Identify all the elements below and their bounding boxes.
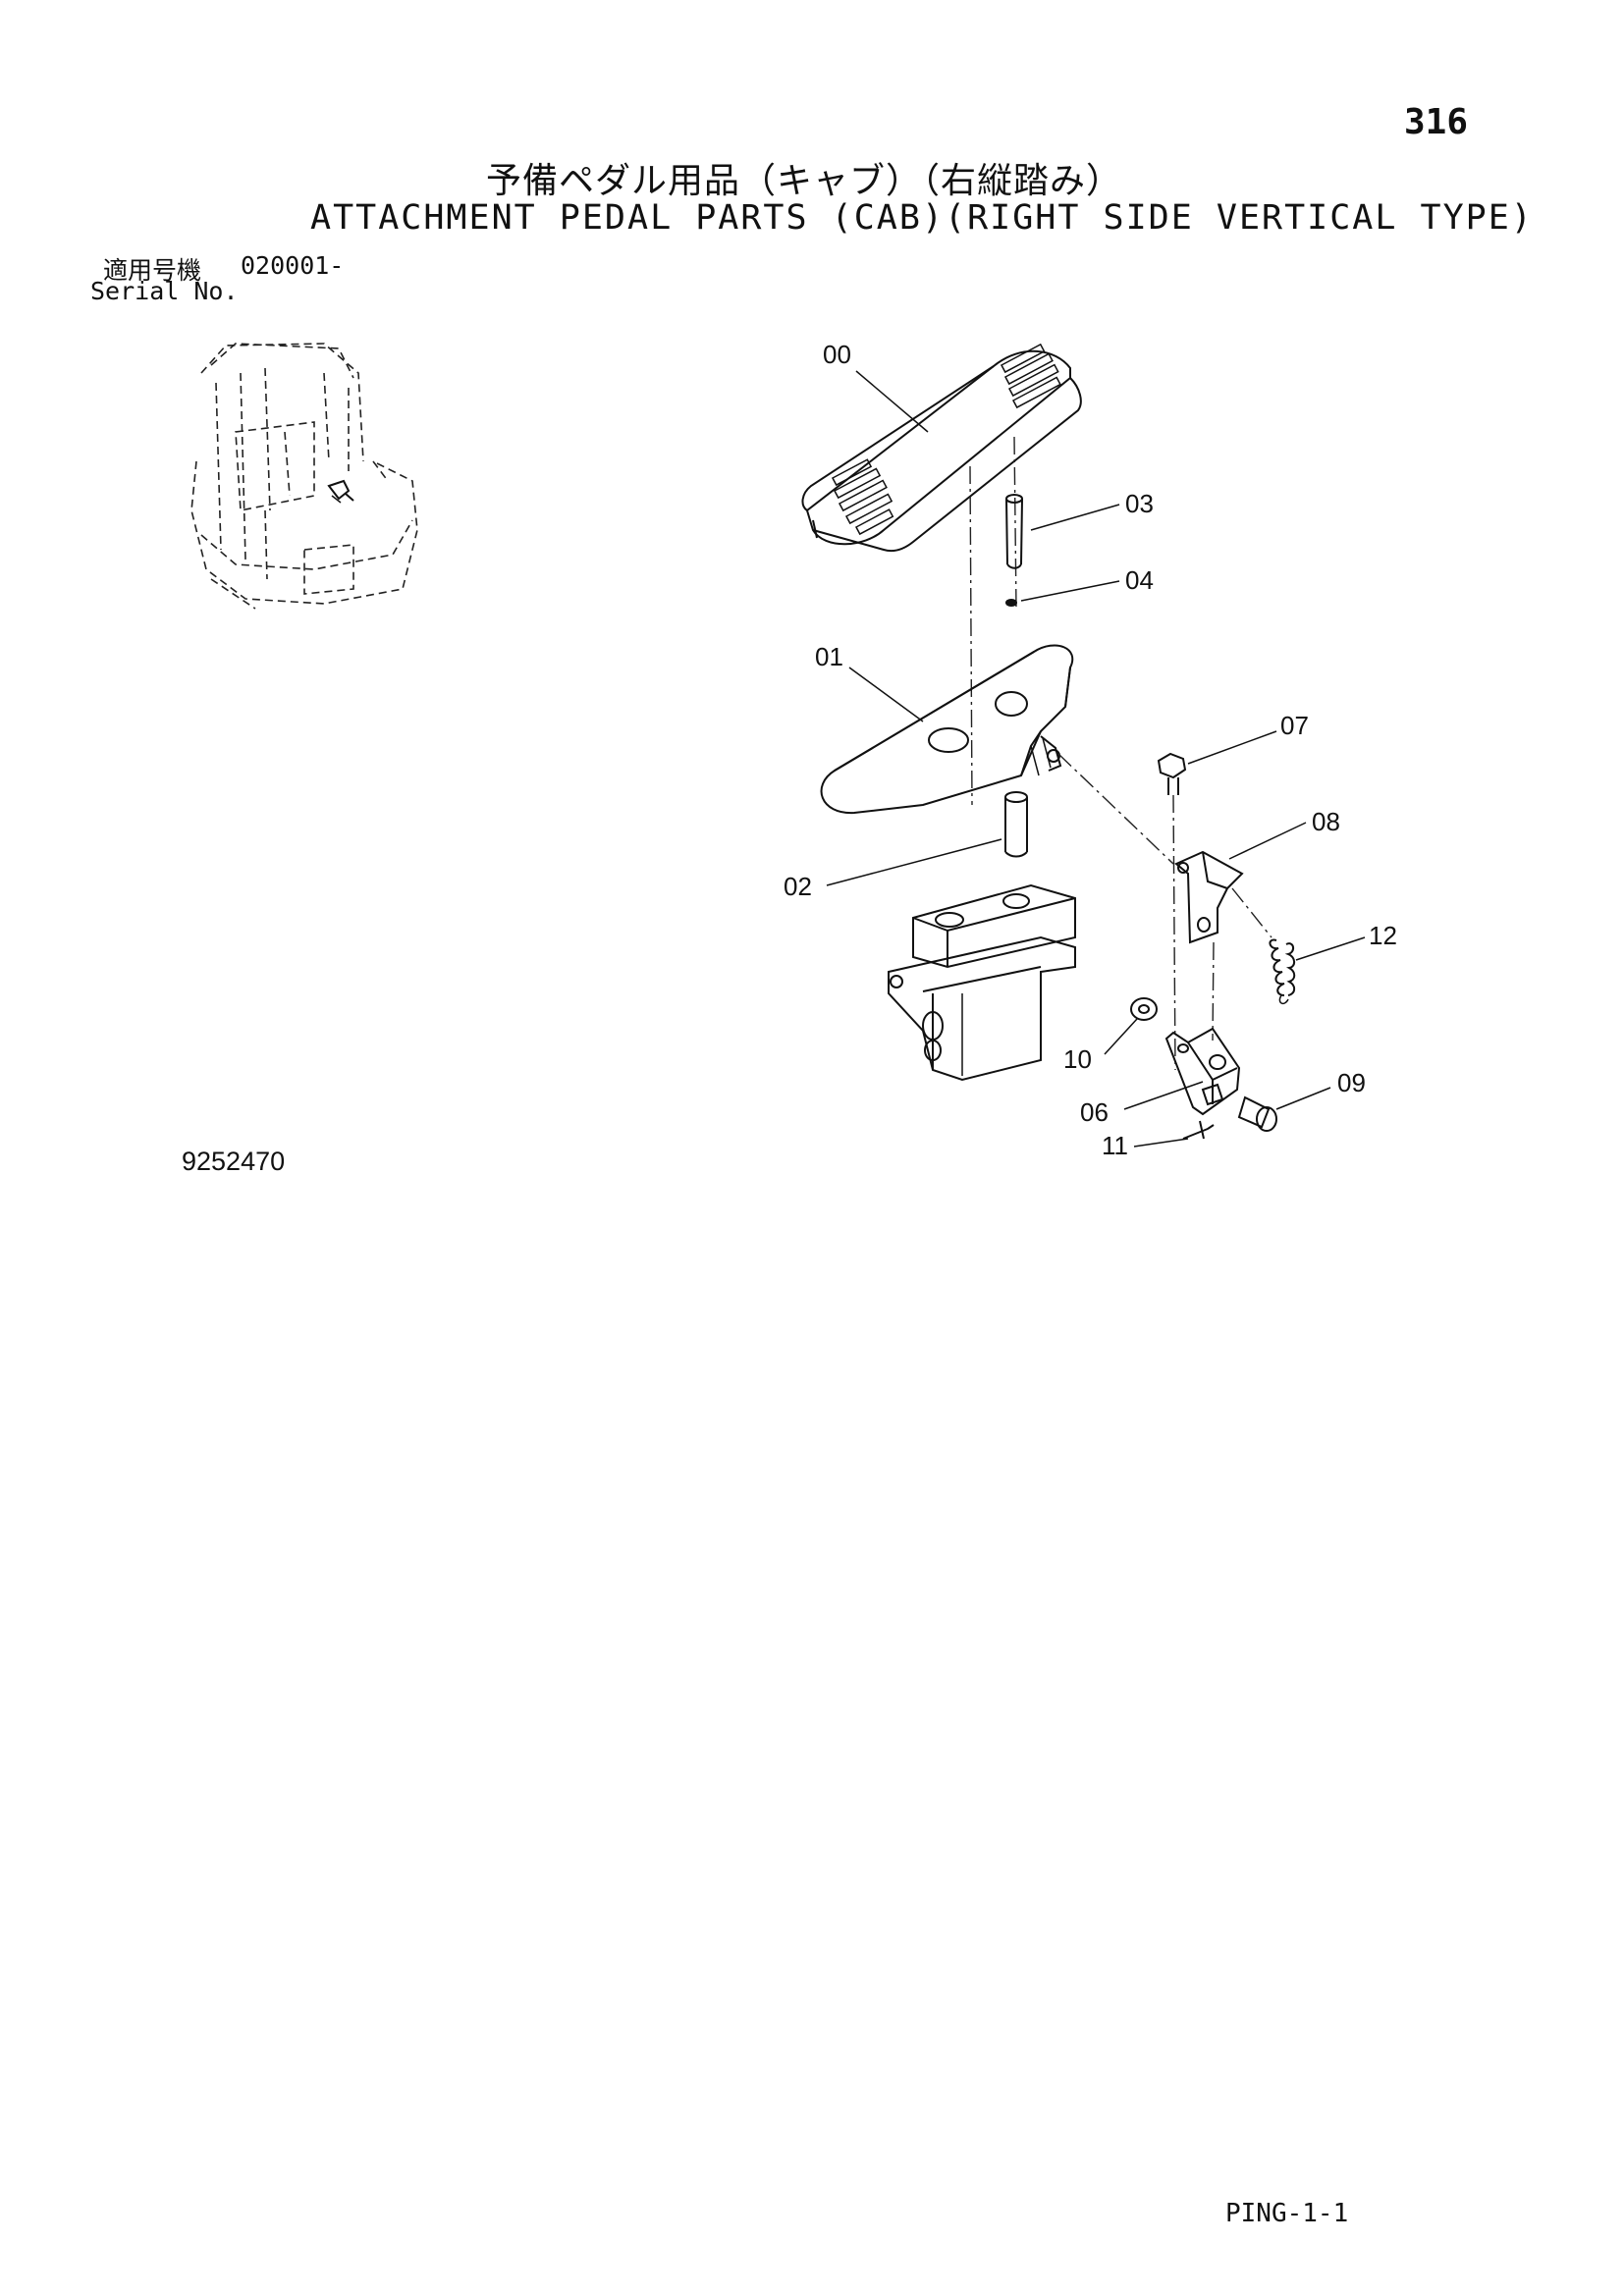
callout-08: 08 xyxy=(1312,807,1340,836)
serial-label-english: Serial No. xyxy=(90,277,239,305)
callout-04: 04 xyxy=(1125,565,1154,595)
drawing-number: 9252470 xyxy=(182,1147,286,1176)
flat-washer-icon xyxy=(1130,997,1158,1021)
pedal-icon xyxy=(820,644,1074,815)
callout-12: 12 xyxy=(1369,921,1397,950)
callout-01: 01 xyxy=(815,642,843,671)
spring-icon xyxy=(1269,938,1296,1005)
bracket-icon xyxy=(1174,850,1244,944)
serial-label-japanese: 適用号機 xyxy=(103,256,202,285)
pedal-cover-icon xyxy=(801,343,1082,553)
washer-icon xyxy=(1005,599,1017,607)
callout-11: 11 xyxy=(1102,1131,1128,1160)
page-title-english: ATTACHMENT PEDAL PARTS (CAB)(RIGHT SIDE … xyxy=(310,198,1534,238)
page-title-japanese: 予備ペダル用品（キャブ）（右縦踏み） xyxy=(486,161,1123,201)
hex-bolt-icon xyxy=(1157,752,1187,795)
page-number: 316 xyxy=(1404,102,1469,142)
callout-03: 03 xyxy=(1125,489,1154,518)
callout-09: 09 xyxy=(1337,1068,1366,1097)
callout-06: 06 xyxy=(1080,1097,1109,1127)
callout-02: 02 xyxy=(784,872,812,901)
pin-icon xyxy=(1004,791,1028,858)
bolt-icon xyxy=(1005,494,1023,569)
clevis-pin-icon xyxy=(1237,1095,1277,1132)
pilot-valve-icon xyxy=(888,883,1076,1082)
mounting-bracket-icon xyxy=(1164,1027,1241,1116)
callout-10: 10 xyxy=(1063,1044,1092,1074)
leader-lines xyxy=(826,370,1366,1148)
callout-07: 07 xyxy=(1280,711,1309,740)
cotter-pin-icon xyxy=(1182,1120,1215,1140)
page-code: PING-1-1 xyxy=(1225,2199,1349,2228)
callout-00: 00 xyxy=(823,340,851,369)
excavator-cab-icon xyxy=(190,343,418,610)
serial-number-value: 020001- xyxy=(241,251,345,280)
